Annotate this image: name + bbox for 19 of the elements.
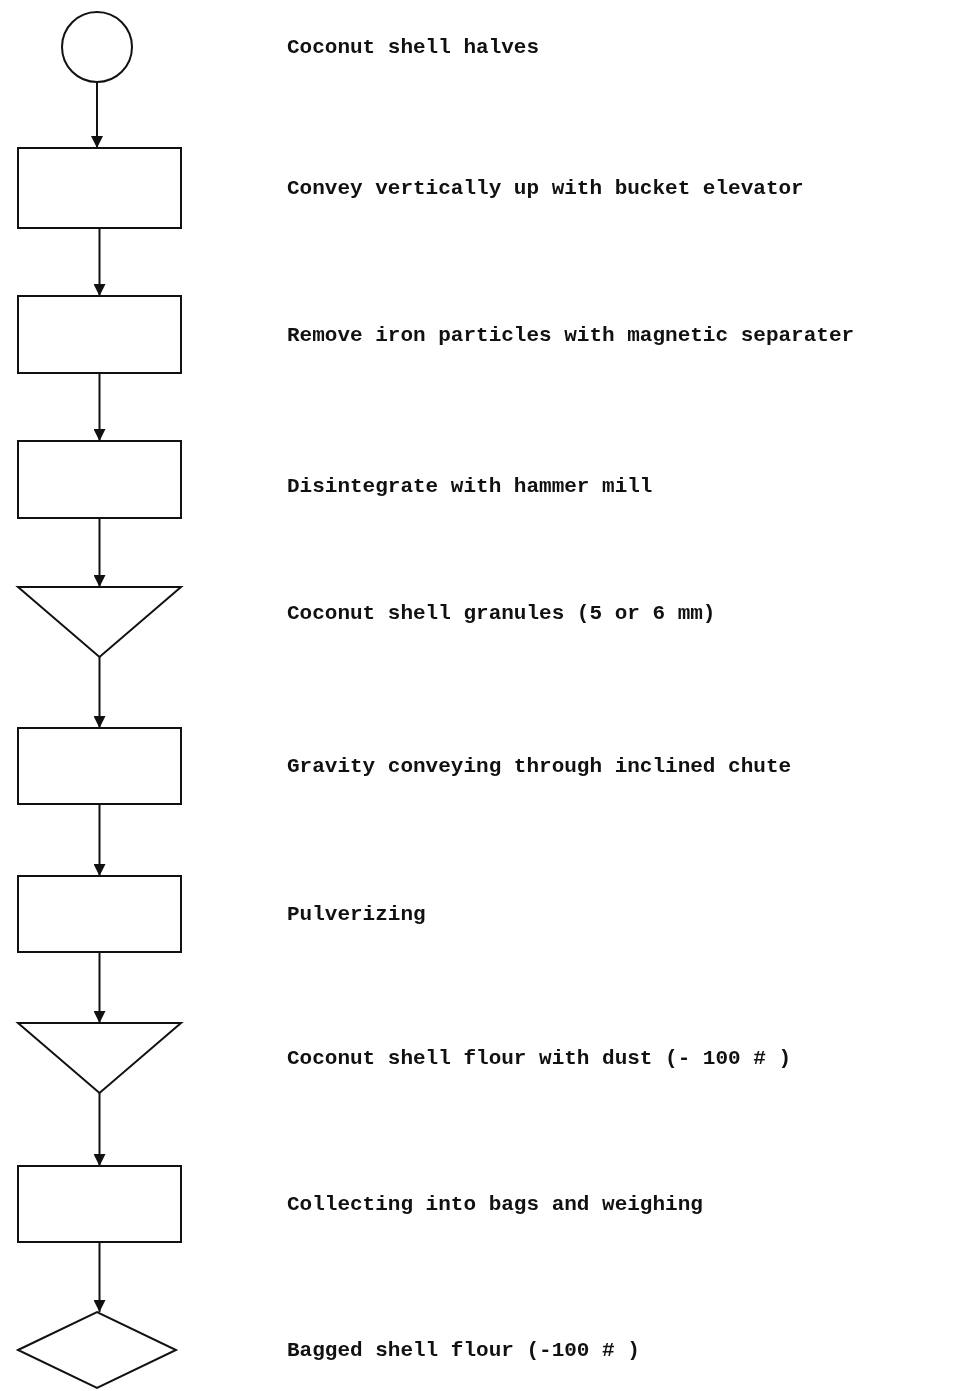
flow-arrow [93,803,106,877]
step-description: Disintegrate with hammer mill [287,474,653,498]
step-description: Remove iron particles with magnetic separater [287,323,855,347]
step-description: Bagged shell flour (-100 # ) [287,1338,640,1362]
flow-arrow [93,1092,106,1167]
flow-arrow [93,227,106,297]
flow-arrow [91,81,103,149]
flow-arrow [93,1241,106,1313]
step-description: Pulverizing [287,902,426,926]
step-description: Coconut shell flour with dust (- 100 # ) [287,1046,792,1070]
step-description: Coconut shell halves [287,35,540,59]
step-description: Gravity conveying through inclined chute [287,754,792,778]
flow-arrow [93,951,106,1024]
step-description: Convey vertically up with bucket elevator [287,176,804,200]
step-description: Collecting into bags and weighing [287,1192,703,1216]
flow-arrow [93,372,106,442]
step-description: Coconut shell granules (5 or 6 mm) [287,601,716,625]
flow-arrow [93,656,106,729]
flow-arrow [93,517,106,588]
